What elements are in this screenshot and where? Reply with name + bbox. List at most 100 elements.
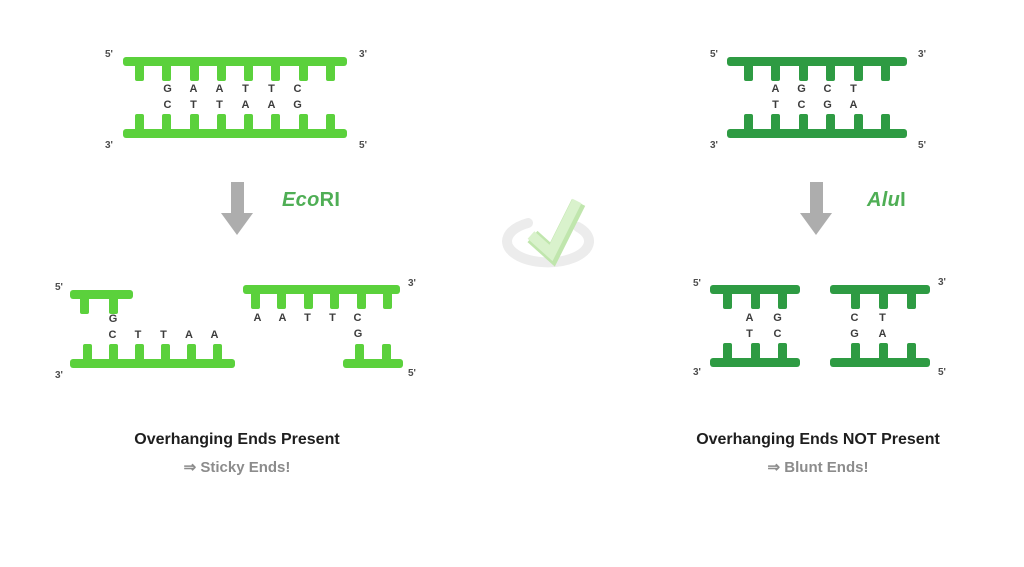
caption-subtitle: ⇒ Blunt Ends! <box>767 459 869 476</box>
dna-tooth <box>298 114 308 129</box>
right-fragment-bottom-strand <box>830 343 930 367</box>
down-arrow-icon <box>800 182 832 235</box>
dna-tooth <box>216 114 226 129</box>
left-fragment-bottom-sequence: T C <box>744 328 783 341</box>
strand-backbone <box>123 129 347 138</box>
dna-tooth <box>189 66 199 81</box>
dna-tooth <box>162 114 172 129</box>
base-letter: T <box>329 312 336 324</box>
strand-end-label: 3' <box>105 140 113 151</box>
base-letter: A <box>241 99 250 111</box>
base-letter: G <box>163 83 172 95</box>
base-letter: A <box>878 328 887 340</box>
dna-tooth <box>382 344 391 359</box>
base-letter: A <box>253 312 262 324</box>
dna-tooth <box>80 299 89 314</box>
right-fragment-bottom-sequence: G A <box>849 328 888 341</box>
base-letter: C <box>773 328 782 340</box>
dna-tooth <box>244 66 254 81</box>
checkmark-watermark-icon <box>502 198 594 268</box>
base-letter: C <box>108 329 117 341</box>
teeth-row <box>710 294 800 309</box>
enzyme-name-regular: RI <box>319 189 341 211</box>
strand-end-label: 5' <box>918 140 926 151</box>
dna-tooth <box>162 66 172 81</box>
dna-tooth <box>771 114 781 129</box>
dna-tooth <box>750 294 760 309</box>
caption-title: Overhanging Ends NOT Present <box>696 431 940 448</box>
caption-title: Overhanging Ends Present <box>134 431 340 448</box>
enzyme-name-italic: Alu <box>867 189 901 211</box>
strand-end-label: 3' <box>408 278 416 289</box>
left-fragment-bottom-strand <box>70 344 235 368</box>
dna-tooth <box>189 114 199 129</box>
strand-end-label: 3' <box>918 49 926 60</box>
dna-tooth <box>271 114 281 129</box>
right-cut-dna: 5' 3' A G T C 3' 5' C T G <box>693 278 946 378</box>
dna-tooth <box>325 114 335 129</box>
dna-tooth <box>355 344 364 359</box>
teeth-row <box>727 114 907 129</box>
dna-tooth <box>382 294 392 309</box>
strand-end-label: 5' <box>359 140 367 151</box>
left-fragment-top-strand <box>710 285 800 309</box>
dna-tooth <box>778 343 787 358</box>
enzyme-name-italic: Eco <box>282 189 320 211</box>
base-letter: A <box>215 83 224 95</box>
left-fragment-bottom-strand <box>710 343 800 367</box>
teeth-row <box>243 294 400 309</box>
base-letter: T <box>268 83 275 95</box>
base-letter: A <box>185 329 193 341</box>
right-fragment-top-strand <box>830 285 930 309</box>
dna-tooth <box>161 344 170 359</box>
dna-tooth <box>723 343 732 358</box>
dna-tooth <box>880 66 890 81</box>
dna-tooth <box>798 66 808 81</box>
dna-tooth <box>750 343 760 358</box>
overhang-base-letter: G <box>353 328 363 340</box>
dna-tooth <box>771 66 781 81</box>
down-arrow-icon <box>221 182 253 235</box>
top-strand-sequence: G A A T T C <box>162 83 303 96</box>
top-strand <box>123 57 347 81</box>
base-letter: G <box>293 99 302 111</box>
right-fragment-top-sequence: A A T T C <box>252 312 363 325</box>
dna-tooth <box>277 294 287 309</box>
left-cut-dna: 5' 3' G C T T A A 3' 5' A A T T <box>55 279 416 381</box>
dna-tooth <box>907 294 916 309</box>
teeth-row <box>70 344 235 359</box>
strand-end-label: 5' <box>408 368 416 379</box>
base-letter: A <box>745 312 754 324</box>
dna-tooth <box>325 66 335 81</box>
dna-tooth <box>879 294 888 309</box>
base-letter: T <box>772 99 779 111</box>
left-caption: Overhanging Ends Present ⇒ Sticky Ends! <box>87 431 387 476</box>
base-letter: T <box>134 329 142 341</box>
base-letter: T <box>850 83 857 95</box>
base-letter: A <box>210 329 219 341</box>
strand-end-label: 3' <box>693 367 701 378</box>
dna-tooth <box>851 294 860 309</box>
teeth-row <box>710 343 800 358</box>
right-fragment-bottom-strand <box>343 344 403 368</box>
dna-tooth <box>798 114 808 129</box>
dna-tooth <box>826 66 836 81</box>
base-letter: G <box>823 99 832 111</box>
dna-tooth <box>907 343 916 358</box>
bottom-strand-sequence: C T T A A G <box>162 99 303 112</box>
top-strand <box>727 57 907 81</box>
dna-tooth <box>135 344 144 359</box>
dna-tooth <box>853 114 863 129</box>
bottom-strand <box>727 114 907 138</box>
base-letter: T <box>746 328 753 340</box>
base-letter: A <box>189 83 198 95</box>
teeth-row <box>123 114 347 129</box>
right-fragment-top-strand <box>243 285 400 309</box>
strand-end-label: 5' <box>105 49 113 60</box>
dna-tooth <box>879 343 888 358</box>
dna-tooth <box>851 343 860 358</box>
base-letter: A <box>849 99 858 111</box>
strand-end-label: 5' <box>55 282 63 293</box>
strand-end-label: 5' <box>710 49 718 60</box>
